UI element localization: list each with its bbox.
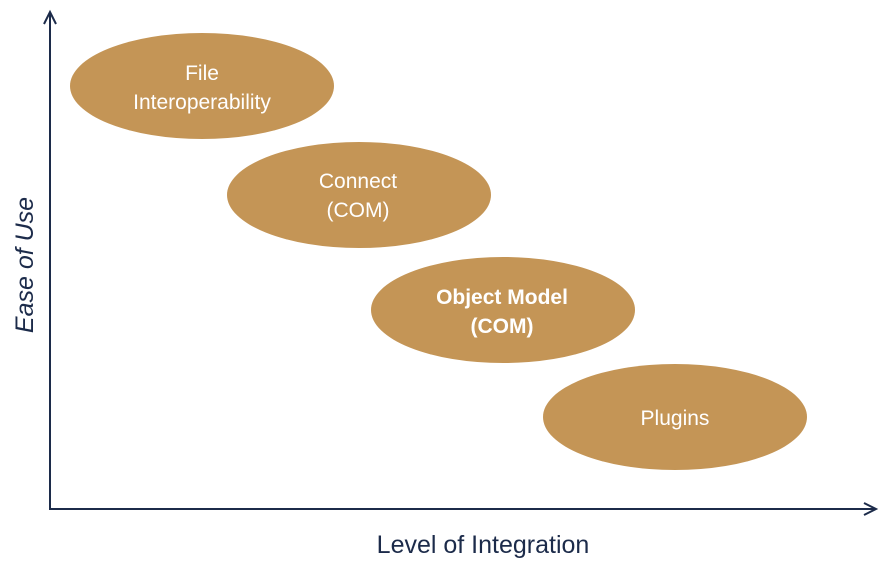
node-ellipse xyxy=(70,33,334,139)
node-label-line1: Object Model xyxy=(436,286,568,309)
node-plugins: Plugins xyxy=(543,364,807,470)
node-connect-com: Connect (COM) xyxy=(227,142,491,248)
node-ellipse xyxy=(371,257,635,363)
x-axis-label: Level of Integration xyxy=(377,531,590,559)
node-label-line2: (COM) xyxy=(471,315,534,338)
node-ellipse xyxy=(227,142,491,248)
y-axis-arrowhead xyxy=(43,9,57,25)
node-object-model-com: Object Model (COM) xyxy=(371,257,635,363)
y-axis-label: Ease of Use xyxy=(11,197,39,333)
node-label-line2: Interoperability xyxy=(133,91,271,114)
node-label-line1: Connect xyxy=(319,170,397,193)
node-file-interoperability: File Interoperability xyxy=(70,33,334,139)
node-ellipse xyxy=(543,364,807,470)
node-label-line1: File xyxy=(185,62,219,85)
node-label-line1: Plugins xyxy=(641,407,710,430)
x-axis-arrowhead xyxy=(863,502,879,516)
node-label-line2: (COM) xyxy=(327,199,390,222)
